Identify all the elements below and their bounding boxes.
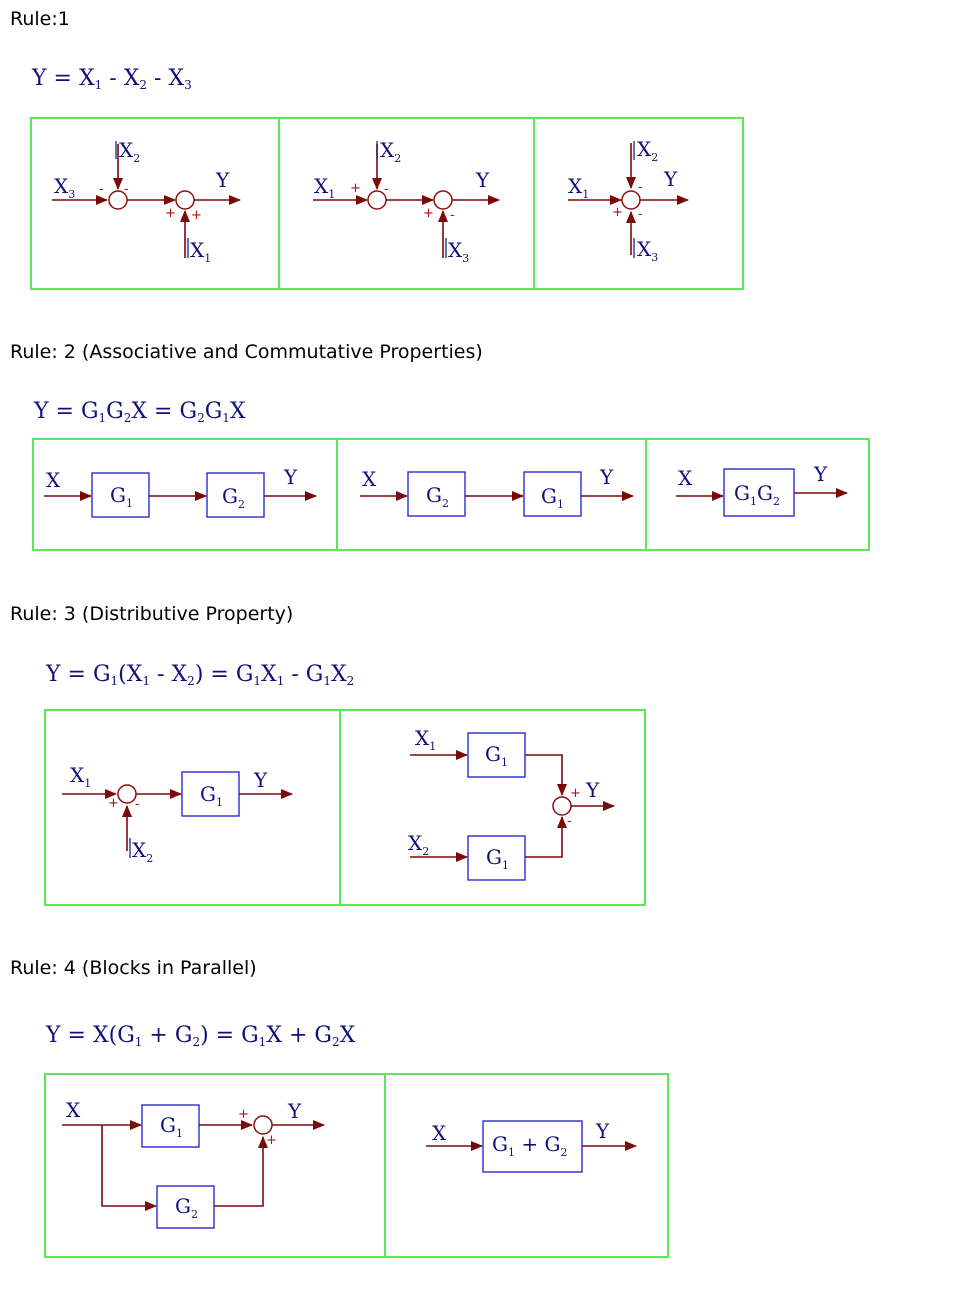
block-g1-top (467, 732, 526, 778)
block-g1-top-label: G1 (485, 742, 508, 769)
summing-junction (552, 796, 572, 816)
svg-text:+: + (238, 1107, 249, 1122)
label-x: X (66, 1098, 81, 1122)
label-x: X (432, 1121, 447, 1145)
block-g1-bottom-label: G1 (486, 845, 509, 872)
rule-4-panel-b (384, 1073, 669, 1258)
label-x3: X3 (448, 238, 469, 265)
svg-text:+: + (423, 206, 434, 221)
label-x2: X2 (119, 138, 140, 165)
svg-text:+: + (570, 786, 581, 801)
label-x1: X1 (70, 763, 91, 790)
block-g2-label: G2 (175, 1194, 198, 1221)
label-y: Y (599, 465, 614, 489)
label-y: Y (663, 167, 678, 191)
rule-2-panel-c (645, 438, 870, 551)
rule-1-diagram-c: X2 X1 Y X3 - + - (568, 137, 689, 264)
label-y: Y (253, 768, 268, 792)
label-x2: X2 (408, 831, 429, 858)
block-g1-plus-g2-label: G1 + G2 (492, 1132, 567, 1159)
block-g2 (156, 1185, 215, 1229)
label-y: Y (475, 168, 490, 192)
label-x: X (46, 468, 61, 492)
block-g1 (181, 771, 240, 817)
rule-1-diagram-a: X2 X3 Y X1 - - + + (52, 138, 241, 265)
summing-junction (175, 190, 195, 210)
label-y: Y (813, 462, 828, 486)
label-x: X (362, 467, 377, 491)
summing-junction (433, 190, 453, 210)
rule-3-panel-b (339, 709, 646, 906)
label-y: Y (215, 168, 230, 192)
summing-junction (117, 784, 137, 804)
block-g2-label: G2 (426, 483, 449, 510)
label-x1: X1 (415, 726, 436, 753)
svg-text:+: + (191, 208, 202, 223)
block-g2 (206, 472, 265, 518)
block-g2-label: G2 (222, 484, 245, 511)
rule-2-title: Rule: 2 (Associative and Commutative Pro… (10, 341, 483, 363)
block-g1-label: G1 (541, 484, 564, 511)
svg-text:-: - (124, 182, 129, 197)
label-x2: X2 (132, 838, 153, 865)
block-g1 (141, 1104, 200, 1148)
svg-text:+: + (165, 206, 176, 221)
rule-4-equation: Y = X(G1 + G2) = G1X + G2X (46, 1023, 356, 1049)
rule-2-diagram-c: G1G2 X Y (676, 462, 848, 517)
svg-text:-: - (450, 208, 455, 223)
rule-1-title: Rule:1 (10, 8, 70, 30)
svg-text:+: + (612, 205, 623, 220)
label-x2: X2 (637, 137, 658, 164)
rule-4-diagram-b: G1 + G2 X Y (426, 1119, 637, 1173)
block-g1 (523, 471, 582, 517)
label-x3: X3 (54, 174, 75, 201)
svg-text:-: - (384, 182, 389, 197)
rule-3-diagram-b: G1 G1 X1 X2 Y + - (408, 726, 615, 881)
label-x2: X2 (380, 138, 401, 165)
svg-text:-: - (638, 207, 643, 222)
block-g1-label: G1 (160, 1113, 183, 1140)
label-y: Y (283, 465, 298, 489)
summing-junction (253, 1115, 273, 1135)
rule-3-diagram-a: G1 X1 Y X2 + - (62, 763, 293, 865)
rule-1-diagram-b: X2 X1 Y X3 + - + - (313, 138, 500, 265)
rule-4-diagram-a: G1 G2 X Y + + (62, 1098, 325, 1229)
label-x1: X1 (190, 238, 211, 265)
label-x3: X3 (637, 237, 658, 264)
svg-text:-: - (135, 797, 140, 812)
label-x: X (678, 466, 693, 490)
label-y: Y (595, 1119, 610, 1143)
rule-1-equation: Y = X1 - X2 - X3 (32, 66, 192, 92)
block-g1-label: G1 (110, 483, 133, 510)
svg-text:+: + (350, 181, 361, 196)
label-y: Y (585, 778, 600, 802)
rule-2-equation: Y = G1G2X = G2G1X (34, 399, 246, 425)
label-x1: X1 (568, 174, 589, 201)
svg-text:+: + (266, 1133, 277, 1148)
rule-2-diagram-b: G2 G1 X Y (360, 465, 634, 517)
block-g1-plus-g2 (482, 1120, 583, 1173)
block-g1 (91, 472, 150, 518)
block-g1-label: G1 (200, 782, 223, 809)
label-x1: X1 (314, 174, 335, 201)
rule-4-title: Rule: 4 (Blocks in Parallel) (10, 957, 257, 979)
svg-text:-: - (567, 814, 572, 829)
svg-text:-: - (638, 180, 643, 195)
rule-3-equation: Y = G1(X1 - X2) = G1X1 - G1X2 (46, 662, 355, 688)
svg-text:-: - (99, 182, 104, 197)
rule-1-panel-c (533, 117, 744, 290)
block-g1g2-label: G1G2 (734, 481, 780, 508)
label-y: Y (287, 1099, 302, 1123)
rule-2-diagram-a: G1 G2 X Y (44, 465, 317, 518)
block-g2 (407, 471, 466, 517)
block-g1g2 (723, 468, 795, 517)
block-g1-bottom (467, 835, 526, 881)
svg-text:+: + (108, 796, 119, 811)
rule-3-title: Rule: 3 (Distributive Property) (10, 603, 294, 625)
